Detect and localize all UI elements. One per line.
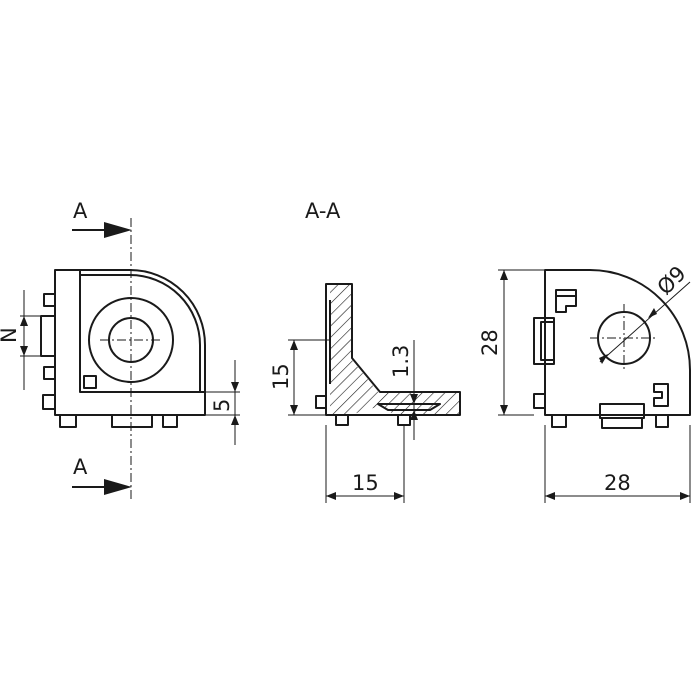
right-view: Ø9 28 28 bbox=[478, 261, 691, 503]
section-arrow-top: A bbox=[72, 199, 132, 238]
dim-5: 5 bbox=[205, 360, 240, 445]
bracket-outline-right bbox=[544, 269, 691, 416]
dim-15-horizontal: 15 bbox=[325, 425, 405, 503]
dim-28-horizontal-label: 28 bbox=[604, 471, 631, 495]
dim-1-3-label: 1.3 bbox=[389, 345, 413, 378]
dim-28-vertical-label: 28 bbox=[478, 329, 502, 356]
dim-28-horizontal: 28 bbox=[544, 425, 691, 503]
dim-diameter-9: Ø9 bbox=[599, 261, 691, 364]
dim-N: N bbox=[0, 290, 41, 390]
dim-15-vertical-label: 15 bbox=[269, 363, 293, 390]
hole-boss bbox=[88, 297, 174, 383]
dim-N-label: N bbox=[0, 327, 21, 343]
section-view: A-A 15 1.3 bbox=[269, 199, 461, 503]
dim-28-vertical: 28 bbox=[478, 269, 545, 416]
bracket-outline-left bbox=[54, 269, 206, 416]
dim-1-3: 1.3 bbox=[389, 340, 418, 440]
section-label-bottom: A bbox=[73, 455, 88, 479]
section-title: A-A bbox=[305, 199, 341, 223]
dim-15-horizontal-label: 15 bbox=[352, 471, 379, 495]
section-label-top: A bbox=[73, 199, 88, 223]
section-hatch bbox=[330, 284, 460, 415]
dim-15-vertical: 15 bbox=[269, 339, 330, 416]
left-view: A A bbox=[0, 199, 240, 500]
dim-diameter-9-label: Ø9 bbox=[653, 261, 691, 299]
dim-5-label: 5 bbox=[210, 399, 234, 412]
section-arrow-bottom: A bbox=[72, 455, 132, 495]
